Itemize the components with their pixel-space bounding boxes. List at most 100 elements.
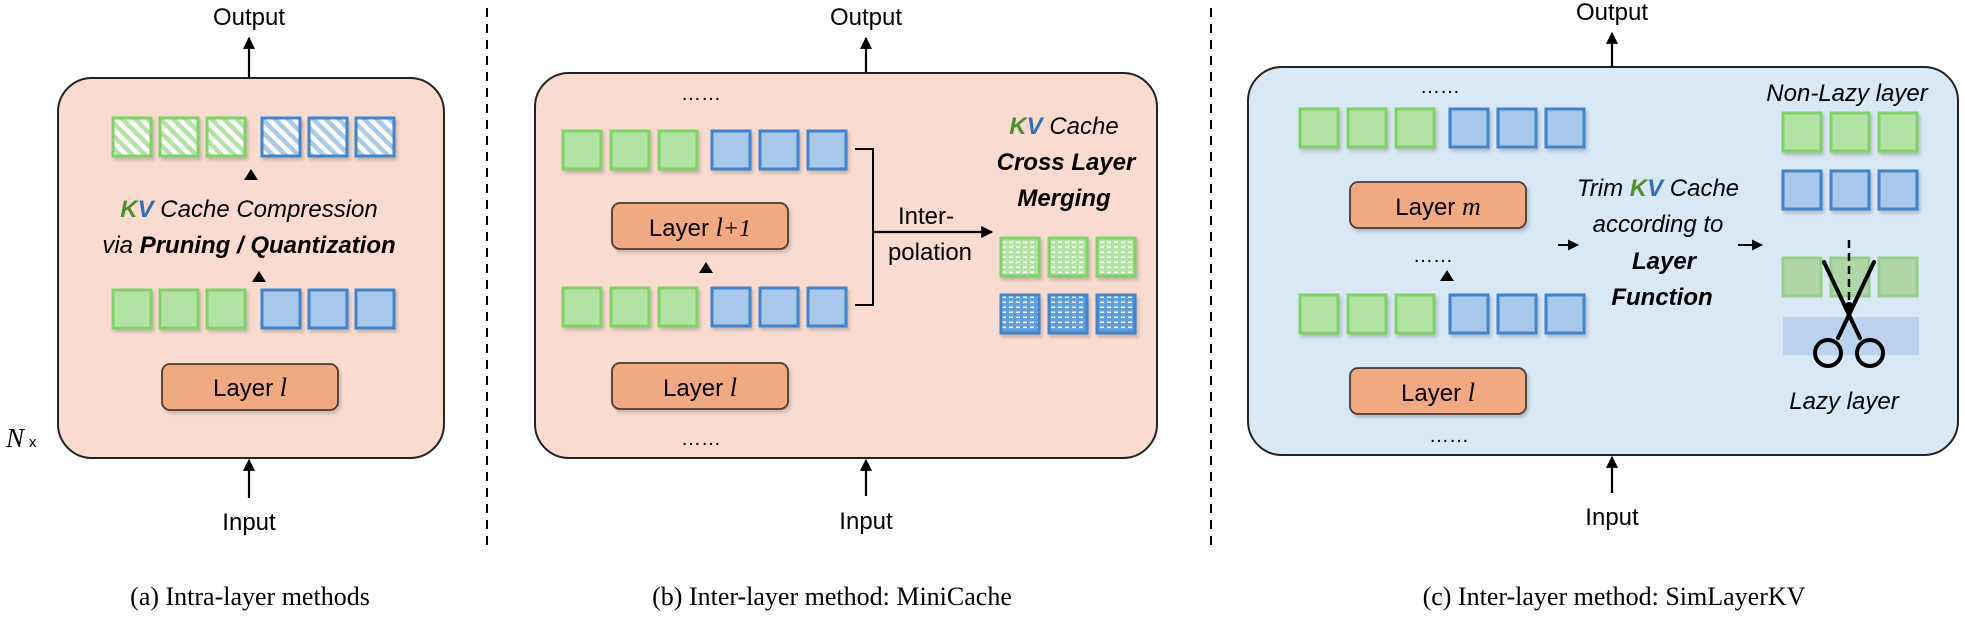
kv-cell-green (1298, 293, 1340, 335)
kv-cell-green (205, 288, 247, 330)
layer-label: Layer (649, 215, 716, 242)
kv-cell-green (1829, 111, 1871, 153)
layer-var: l (730, 373, 737, 402)
compression-text-line2: via Pruning / Quantization (102, 232, 395, 259)
kv-cell-green (1095, 236, 1137, 278)
merged-kv-blue (999, 293, 1137, 335)
layer-var: m (1462, 192, 1481, 221)
kv-cell-green (1877, 111, 1919, 153)
kv-row (111, 288, 396, 330)
caption-b: (b) Inter-layer method: MiniCache (652, 582, 1012, 611)
interpolation-bracket (855, 148, 874, 306)
kv-cell-green (561, 129, 603, 171)
output-label: Output (1576, 0, 1648, 26)
kv-cell-green (1346, 293, 1388, 335)
input-label: Input (839, 508, 893, 535)
layer-l-block: Layer l (611, 362, 789, 410)
layer-var: l (280, 373, 287, 402)
ellipsis: …… (681, 83, 721, 105)
kv-cell-blue (999, 293, 1041, 335)
kv-cell-blue (1496, 293, 1538, 335)
kv-cell-green (1394, 293, 1436, 335)
panel-c: Output …… Layer m …… (1247, 0, 1959, 611)
kv-cell-blue (307, 288, 349, 330)
kv-row-upper (561, 129, 848, 171)
merge-label-1: KV Cache (1009, 113, 1118, 140)
kv-cell-blue (260, 288, 302, 330)
kv-cell-blue (1095, 293, 1137, 335)
kv-cell-blue (1781, 169, 1823, 211)
layer-var: l (716, 213, 723, 242)
layer-l-plus-1-block: Layer l+1 (611, 202, 789, 250)
ellipsis: …… (1429, 425, 1469, 447)
trim-label-4: Function (1611, 284, 1712, 311)
panel-b: Output …… Layer l+1 (534, 4, 1158, 611)
output-label: Output (830, 4, 902, 31)
layer-suffix: +1 (723, 216, 751, 242)
kv-row-lower (561, 286, 848, 328)
layer-label: Layer (213, 375, 280, 402)
kv-cell-blue (354, 288, 396, 330)
kv-cell-green (158, 116, 200, 158)
layer-label: Layer (1395, 194, 1462, 221)
kv-cell-blue (260, 116, 302, 158)
kv-cell-green (1781, 256, 1823, 298)
compression-text-line1: KV Cache Compression (120, 196, 377, 223)
kv-cell-green (111, 288, 153, 330)
ellipsis: …… (1420, 76, 1460, 98)
up-triangle-icon (699, 262, 713, 273)
kv-cell-blue (806, 129, 848, 171)
interpolation-label-1: Inter- (898, 203, 954, 230)
caption-c: (c) Inter-layer method: SimLayerKV (1423, 582, 1806, 611)
merge-label-3: Merging (1017, 185, 1111, 212)
kv-cell-blue (710, 129, 752, 171)
svg-text:Layer m: Layer m (1395, 192, 1480, 221)
kv-cell-blue (1448, 293, 1490, 335)
ellipsis: …… (681, 428, 721, 450)
kv-cell-green (657, 129, 699, 171)
kv-cell-green (1047, 236, 1089, 278)
svg-text:Layer l+1: Layer l+1 (649, 213, 751, 242)
layer-var: l (1468, 378, 1475, 407)
input-label: Input (1585, 504, 1639, 531)
svg-text:Layer l: Layer l (1401, 378, 1475, 407)
kv-cell-green (1781, 111, 1823, 153)
kv-cell-green (609, 129, 651, 171)
trim-label-1: Trim KV Cache (1577, 175, 1739, 202)
kv-cell-blue (1544, 293, 1586, 335)
kv-cell-blue (758, 129, 800, 171)
kv-cell-green (1346, 107, 1388, 149)
trim-label-2: according to (1593, 211, 1724, 238)
kv-cell-green (657, 286, 699, 328)
kv-cell-blue (1544, 107, 1586, 149)
scissors-icon (1813, 260, 1885, 368)
interpolation-label-2: polation (888, 239, 972, 266)
non-lazy-label: Non-Lazy layer (1766, 80, 1928, 107)
kv-row-lower (1298, 293, 1586, 335)
kv-cell-green (1877, 256, 1919, 298)
svg-text:Layer l: Layer l (663, 373, 737, 402)
lazy-label: Lazy layer (1789, 388, 1899, 415)
kv-cell-green (1394, 107, 1436, 149)
up-triangle-icon (1440, 270, 1454, 281)
kv-cell-blue (1496, 107, 1538, 149)
layer-l-block: Layer l (161, 363, 339, 411)
kv-cell-blue (1877, 169, 1919, 211)
caption-a: (a) Intra-layer methods (130, 582, 370, 611)
lazy-kv-green (1781, 256, 1919, 298)
merge-label-2: Cross Layer (997, 149, 1137, 176)
kv-cell-green (999, 236, 1041, 278)
kv-cell-blue (354, 116, 396, 158)
kv-cell-blue (1829, 169, 1871, 211)
layer-label: Layer (1401, 380, 1468, 407)
panel-a-box (57, 77, 445, 459)
kv-cell-green (111, 116, 153, 158)
kv-cell-blue (806, 286, 848, 328)
kv-cell-blue (758, 286, 800, 328)
layer-label: Layer (663, 375, 730, 402)
layer-l-block: Layer l (1349, 367, 1527, 415)
kv-cell-blue (1047, 293, 1089, 335)
kv-cell-blue (1448, 107, 1490, 149)
kv-row-upper (1298, 107, 1586, 149)
